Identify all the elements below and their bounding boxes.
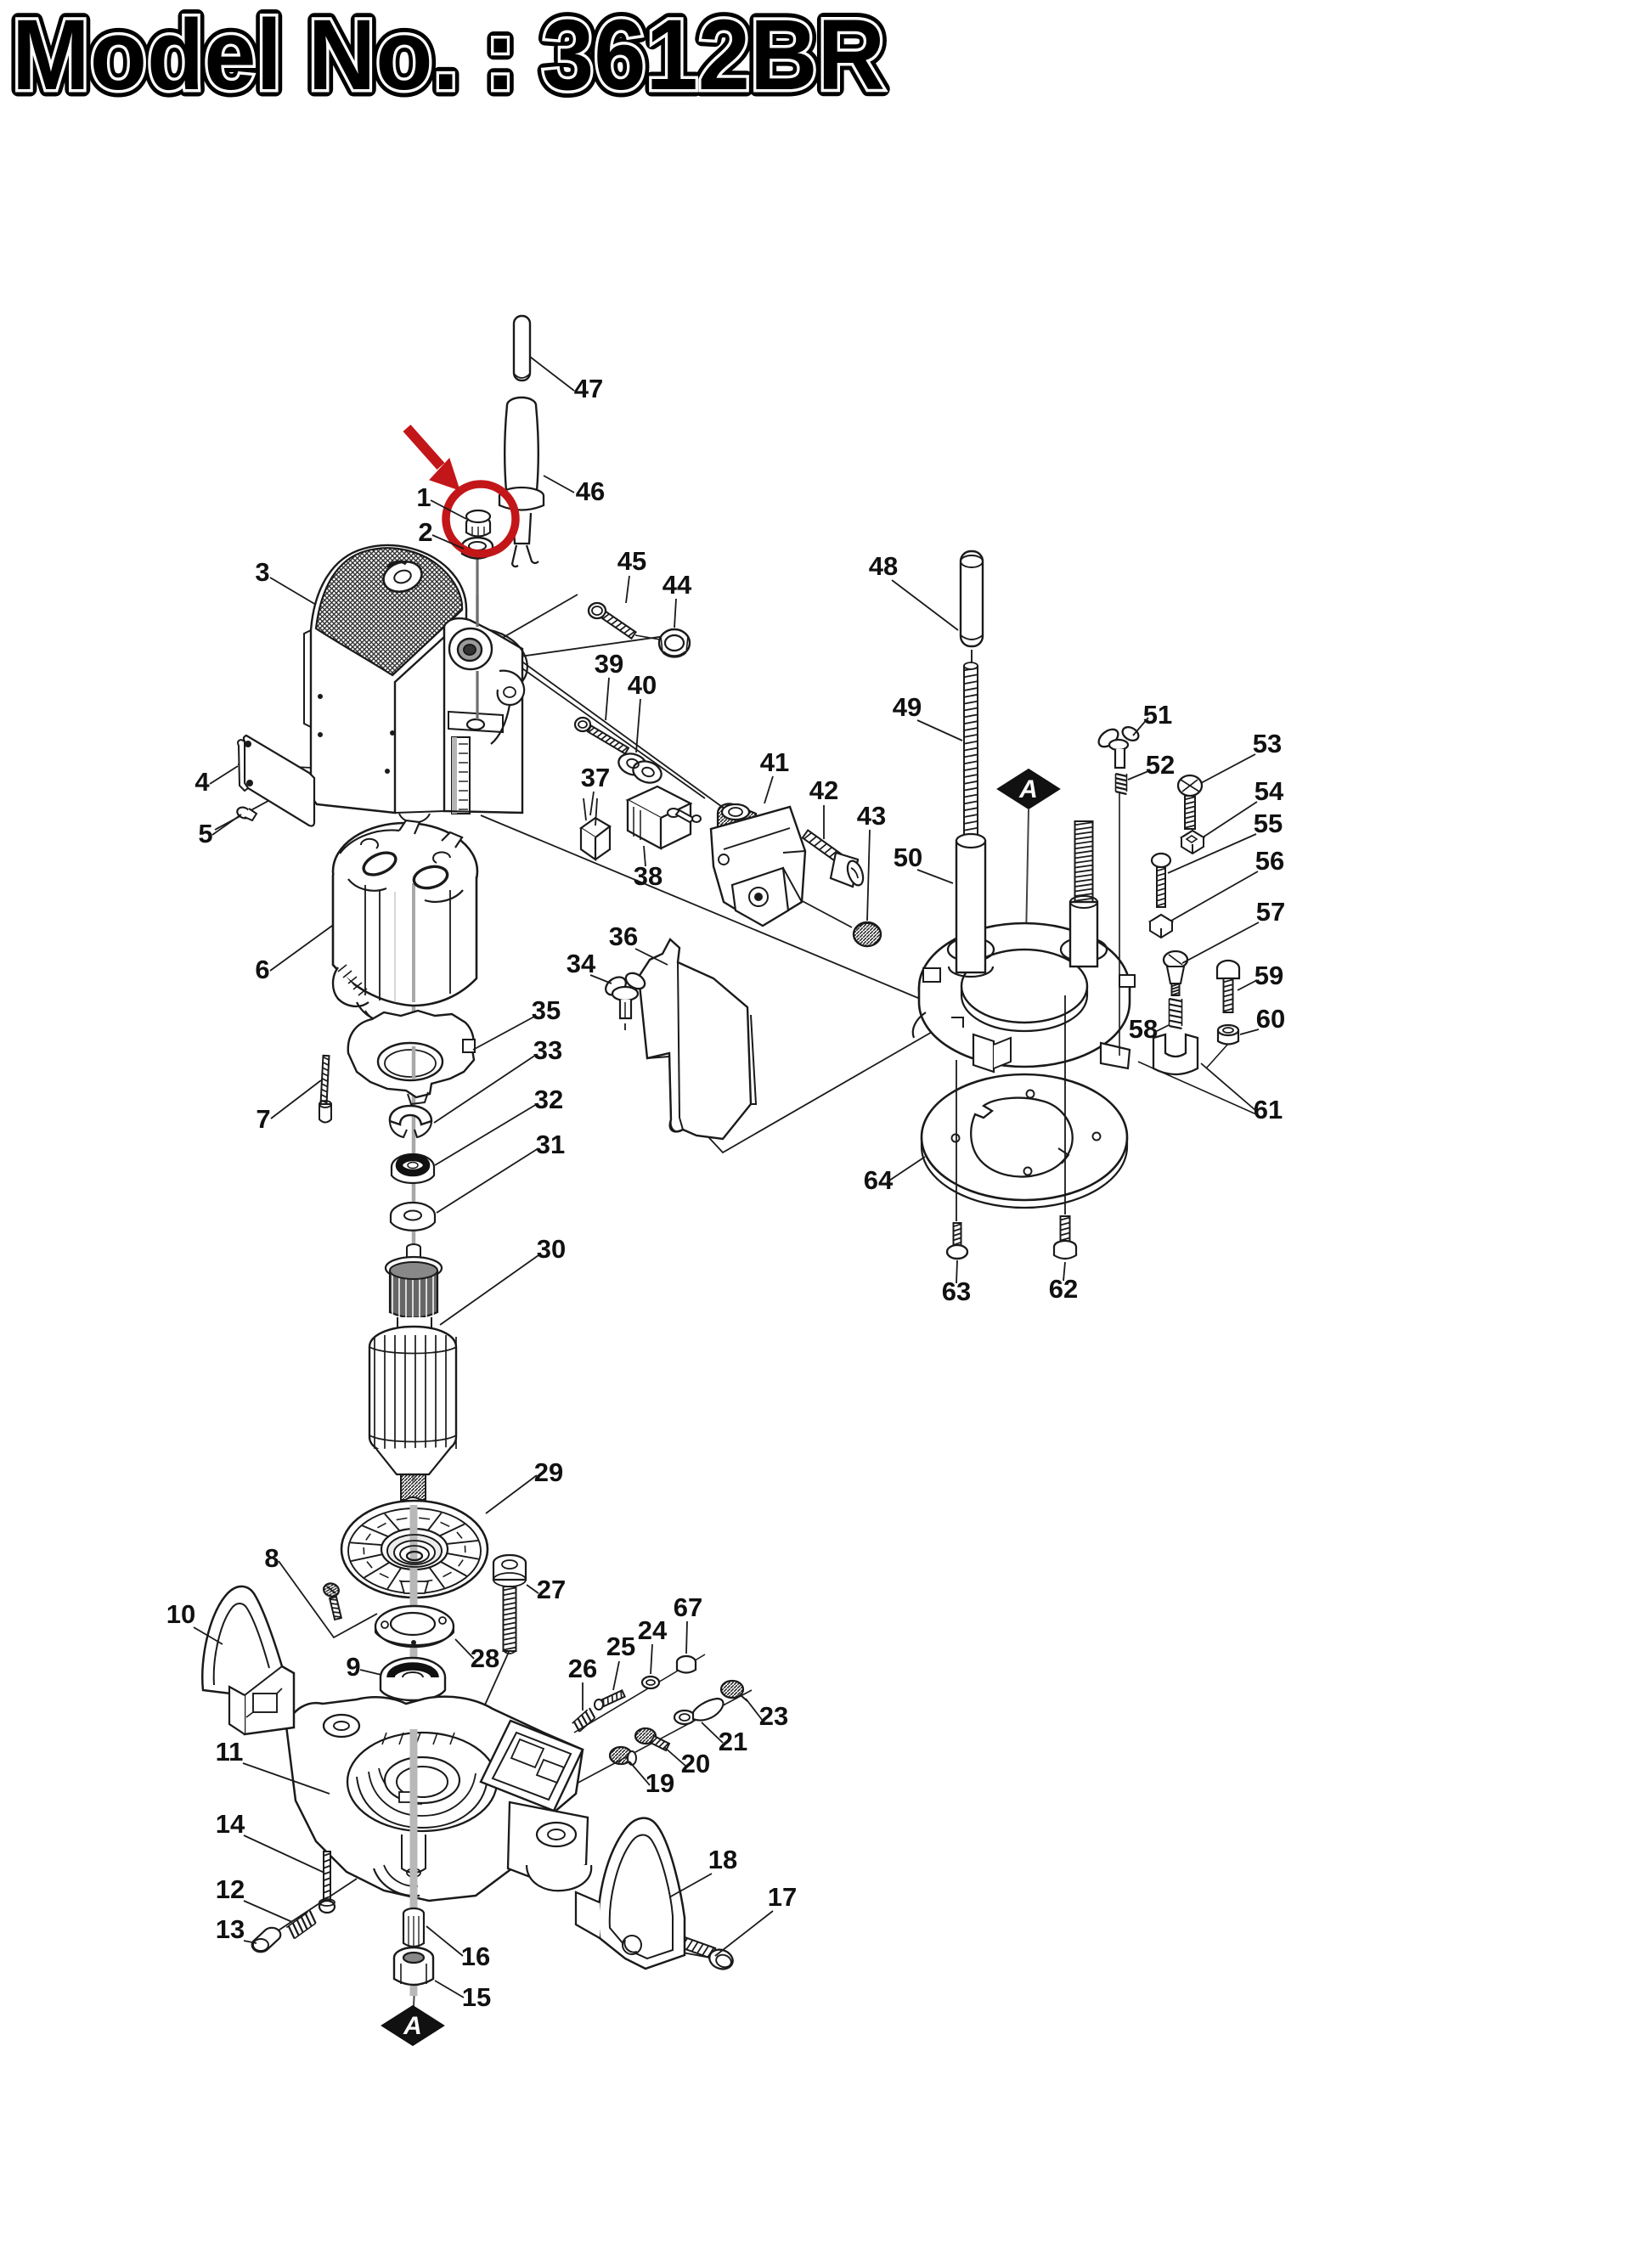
svg-text:48: 48 [869,551,898,581]
svg-text:A: A [403,2012,422,2040]
svg-text:5: 5 [198,819,212,848]
svg-text:47: 47 [574,374,603,403]
svg-text:32: 32 [534,1085,563,1114]
svg-text:14: 14 [216,1809,245,1839]
svg-text:43: 43 [857,801,886,831]
svg-text:56: 56 [1255,846,1284,876]
svg-text:49: 49 [893,692,922,722]
svg-text:60: 60 [1256,1004,1285,1034]
svg-text:39: 39 [595,649,623,679]
svg-text:59: 59 [1255,961,1283,990]
svg-text:45: 45 [617,546,646,576]
svg-text:27: 27 [537,1575,566,1604]
svg-text:50: 50 [894,843,922,872]
svg-text:61: 61 [1254,1095,1283,1124]
svg-text:38: 38 [634,861,662,891]
svg-text:16: 16 [461,1942,490,1971]
svg-text:1: 1 [416,482,431,512]
svg-text:13: 13 [216,1914,245,1944]
svg-text:33: 33 [533,1035,562,1065]
svg-text:58: 58 [1129,1014,1158,1044]
svg-text:8: 8 [264,1543,279,1573]
svg-text:9: 9 [346,1652,360,1682]
svg-text:2: 2 [418,517,432,547]
svg-text:26: 26 [568,1654,597,1683]
svg-text:40: 40 [628,670,657,700]
svg-text:10: 10 [166,1599,195,1629]
svg-text:46: 46 [576,476,605,506]
svg-text:11: 11 [216,1737,244,1767]
svg-text:A: A [1018,775,1038,803]
svg-text:35: 35 [532,995,561,1025]
svg-text:28: 28 [471,1643,499,1673]
svg-text:6: 6 [255,955,269,984]
svg-text:19: 19 [646,1768,674,1798]
svg-text:15: 15 [462,1982,491,2012]
svg-text:4: 4 [195,767,210,797]
svg-text:44: 44 [662,570,692,600]
svg-text:12: 12 [216,1874,245,1904]
svg-text:31: 31 [536,1130,565,1159]
svg-text:53: 53 [1253,729,1282,758]
svg-text:41: 41 [760,747,789,777]
svg-text:67: 67 [674,1592,702,1622]
svg-text:36: 36 [609,921,638,951]
svg-text:42: 42 [809,775,838,805]
svg-text:34: 34 [567,949,596,978]
svg-text:20: 20 [681,1749,710,1778]
svg-text:55: 55 [1254,809,1283,838]
svg-text:23: 23 [759,1701,788,1731]
svg-text:25: 25 [606,1632,635,1661]
svg-text:24: 24 [638,1615,668,1645]
svg-text:37: 37 [581,763,610,792]
svg-text:29: 29 [534,1457,563,1487]
svg-text:3: 3 [255,557,269,587]
svg-text:Model No. : 3612BR: Model No. : 3612BR [12,0,885,111]
svg-text:52: 52 [1146,750,1175,780]
svg-text:21: 21 [719,1727,747,1756]
svg-text:17: 17 [768,1882,797,1912]
svg-text:57: 57 [1256,897,1285,927]
svg-text:7: 7 [256,1104,270,1134]
svg-text:51: 51 [1143,700,1172,730]
svg-text:30: 30 [537,1234,566,1264]
svg-text:54: 54 [1255,776,1284,806]
svg-text:18: 18 [708,1845,737,1874]
